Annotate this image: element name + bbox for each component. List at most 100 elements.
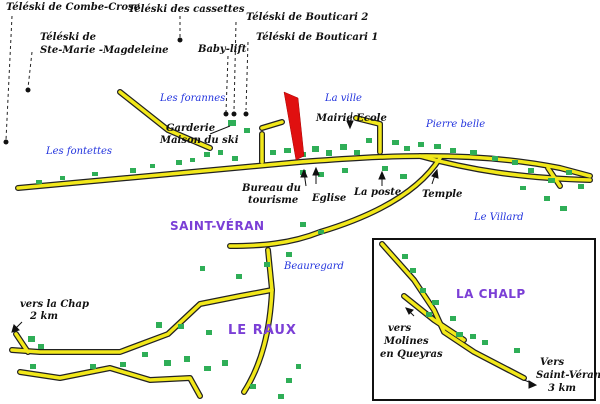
arrowhead [300, 168, 308, 178]
label-la-ville: La ville [325, 93, 362, 104]
lift-dot [177, 37, 183, 43]
inset-main-road [380, 242, 526, 380]
arrowhead [431, 168, 439, 179]
road-spur [260, 120, 284, 130]
lift-end-dots [3, 37, 249, 145]
building [156, 322, 162, 328]
building [482, 340, 488, 345]
road-bottom [18, 366, 202, 398]
arrowhead [528, 380, 538, 389]
inset-buildings [402, 254, 520, 353]
building [470, 150, 477, 155]
label-vers-sv-line3: 3 km [548, 383, 576, 394]
label-teleski-cassettes: Téléski des cassettes [128, 4, 245, 15]
label-la-poste: La poste [354, 187, 402, 198]
building [514, 348, 520, 353]
inset-arrows [405, 307, 538, 389]
lift-dot [25, 87, 31, 93]
building [402, 254, 408, 259]
label-vers-chap-line2: 2 km [30, 311, 58, 322]
label-beauregard: Beauregard [284, 261, 344, 272]
inset-road-molines [402, 294, 466, 342]
arrowhead [346, 120, 354, 130]
building [354, 150, 360, 155]
label-la-chalp: LA CHALP [456, 287, 526, 301]
building [130, 168, 136, 173]
building [400, 174, 407, 179]
building [340, 144, 347, 150]
building [366, 138, 372, 143]
inset-roads [380, 242, 526, 380]
building [512, 160, 518, 165]
roads [10, 90, 592, 398]
label-bureau-line1: Bureau du [242, 183, 301, 194]
label-les-fontettes: Les fontettes [46, 146, 113, 157]
building [318, 230, 324, 234]
building [222, 360, 228, 366]
location-marker-icon [283, 91, 305, 161]
building [578, 184, 584, 189]
building [206, 330, 212, 335]
label-vers-sv-line2: Saint-Véran [536, 370, 600, 381]
ski-lift-lines [5, 15, 249, 141]
building [382, 166, 388, 171]
building [470, 334, 476, 339]
building [200, 266, 205, 271]
building [178, 324, 184, 329]
building [232, 156, 238, 161]
label-teleski-ste-marie-line2: Ste-Marie -Magdeleine [40, 45, 169, 56]
building [90, 364, 96, 369]
label-garderie-line1: Garderie [166, 123, 216, 134]
building [342, 168, 348, 173]
inset-graphics [379, 241, 538, 389]
road-spur [546, 166, 562, 188]
label-mairie-ecole: Mairie Ecole [316, 113, 387, 124]
label-le-villard: Le Villard [474, 212, 524, 223]
building [560, 206, 567, 211]
road-lower [228, 156, 442, 248]
building [92, 172, 98, 176]
building [450, 148, 456, 153]
building [204, 152, 210, 157]
label-vers-sv-line1: Vers [540, 357, 565, 368]
lift-dot [231, 111, 237, 117]
inset-map-la-chalp: LA CHALP vers Molines en Queyras Vers Sa… [372, 238, 600, 401]
building [456, 332, 463, 337]
arrow [209, 125, 231, 135]
building [432, 300, 439, 305]
building [296, 364, 301, 369]
building [300, 222, 306, 227]
building [284, 148, 291, 153]
label-teleski-bouticari-1: Téléski de Bouticari 1 [256, 32, 379, 43]
building [176, 160, 182, 165]
building [544, 196, 550, 201]
lift-line-bouticari-2 [233, 21, 237, 111]
building [528, 168, 534, 173]
building [204, 366, 211, 371]
label-teleski-ste-marie-line1: Téléski de [40, 32, 97, 43]
arrowhead [312, 166, 320, 176]
building [286, 378, 292, 383]
label-teleski-combe-crose: Téléski de Combe-Crose [6, 2, 141, 13]
building [520, 186, 526, 190]
label-pierre-belle: Pierre belle [426, 119, 486, 130]
arrowhead [405, 307, 414, 315]
building [264, 262, 270, 267]
road-to-chap [14, 332, 30, 354]
building [150, 164, 155, 168]
building [142, 352, 148, 357]
building [218, 150, 223, 155]
building [286, 252, 292, 257]
building [190, 158, 195, 162]
building [312, 146, 319, 152]
label-vers-molines-line3: en Queyras [380, 349, 443, 360]
lift-line-bouticari-1 [245, 41, 249, 111]
building [60, 176, 65, 180]
building [228, 120, 236, 126]
building [426, 312, 432, 317]
label-vers-molines-line1: vers [388, 323, 412, 334]
building [318, 172, 324, 177]
building [250, 384, 256, 389]
road-south [242, 288, 274, 394]
